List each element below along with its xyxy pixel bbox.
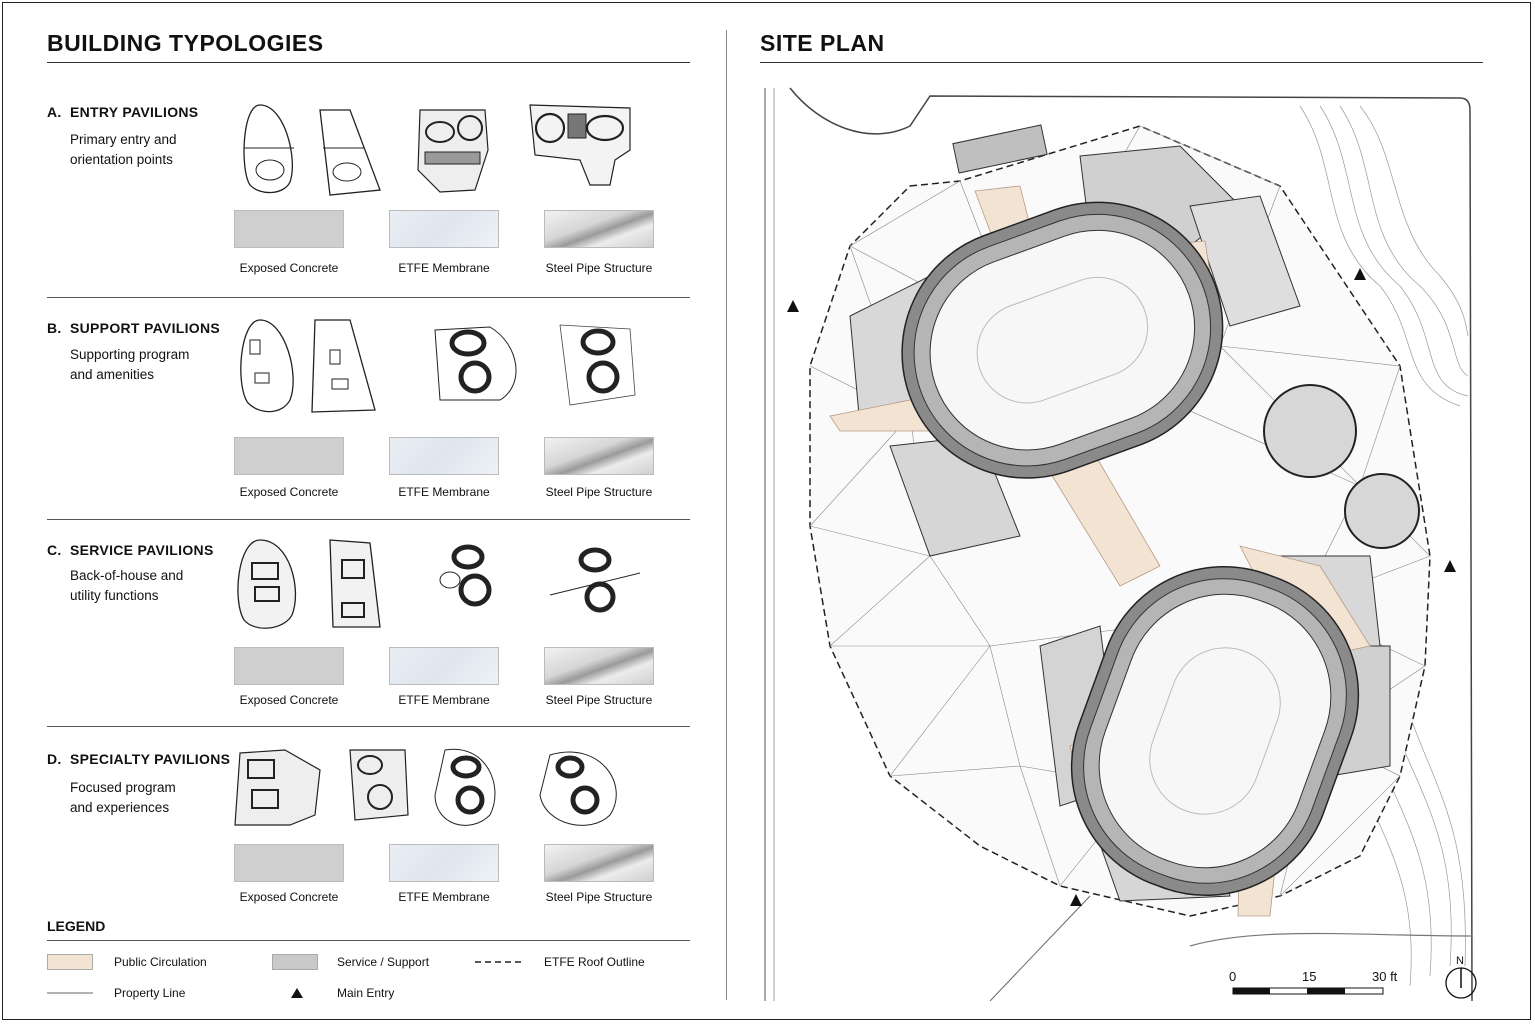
label-concrete-d: Exposed Concrete (239, 890, 339, 904)
section-c-desc-line1: Back-of-house and (70, 568, 184, 583)
scale-bar (1232, 987, 1384, 995)
section-b-desc-line2: and amenities (70, 367, 155, 382)
section-a-title: A. ENTRY PAVILIONS (47, 104, 198, 120)
swatch-steel-a (544, 210, 654, 248)
section-c-title: C. SERVICE PAVILIONS (47, 542, 214, 558)
section-a-name: ENTRY PAVILIONS (70, 104, 199, 120)
main-entry-east (1354, 268, 1366, 280)
legend-title: LEGEND (47, 918, 106, 934)
label-concrete-c: Exposed Concrete (239, 693, 339, 707)
label-concrete-a: Exposed Concrete (239, 261, 339, 275)
section-d-desc-line1: Focused program (70, 780, 176, 795)
site-plan-drawing (764, 87, 1473, 1001)
section-d-title: D. SPECIALTY PAVILIONS (47, 751, 230, 767)
scale-label-15: 15 (1302, 969, 1317, 984)
scale-label-30: 30 ft (1372, 969, 1398, 984)
section-divider-2 (47, 519, 690, 520)
section-d-plans (234, 748, 617, 826)
section-a-desc: Primary entry and orientation points (70, 130, 220, 170)
legend-circulation-swatch (47, 954, 93, 970)
section-d-letter: D. (47, 751, 62, 767)
site-plan-heading: SITE PLAN (760, 30, 885, 56)
label-etfe-d: ETFE Membrane (398, 890, 490, 904)
legend-etfe-dash (475, 961, 523, 963)
heading-rule-left (47, 62, 690, 63)
section-divider-3 (47, 726, 690, 727)
legend-property-line: Property Line (114, 986, 186, 1000)
label-etfe-a: ETFE Membrane (398, 261, 490, 275)
section-b-desc-line1: Supporting program (70, 347, 190, 362)
circular-pavilion-2 (1344, 473, 1420, 549)
section-a-desc-line2: orientation points (70, 152, 173, 167)
circular-pavilion-1 (1263, 384, 1357, 478)
section-b-plans (240, 319, 636, 413)
legend-service-support: Service / Support (337, 955, 430, 969)
heading-rule-right (760, 62, 1483, 63)
section-b-letter: B. (47, 320, 62, 336)
label-etfe-c: ETFE Membrane (398, 693, 490, 707)
arena-south (1070, 565, 1360, 897)
north-arrow-icon (1445, 967, 1477, 999)
section-b-title: B. SUPPORT PAVILIONS (47, 320, 220, 336)
section-b-desc: Supporting program and amenities (70, 345, 220, 385)
legend-public-circulation: Public Circulation (114, 955, 207, 969)
label-steel-a: Steel Pipe Structure (545, 261, 653, 275)
section-a-desc-line1: Primary entry and (70, 132, 177, 147)
legend-main-entry-icon (291, 988, 303, 998)
swatch-etfe-b (389, 437, 499, 475)
property-line-boundary (789, 87, 1473, 1001)
section-c-letter: C. (47, 542, 62, 558)
swatch-etfe-a (389, 210, 499, 248)
label-concrete-b: Exposed Concrete (239, 485, 339, 499)
building-typologies-heading: BUILDING TYPOLOGIES (47, 30, 324, 56)
arena-north (901, 201, 1224, 479)
scale-label-0: 0 (1229, 969, 1237, 984)
swatch-etfe-d (389, 844, 499, 882)
main-entry-south (1070, 894, 1082, 906)
legend-etfe-roof: ETFE Roof Outline (544, 955, 645, 969)
north-label: N (1456, 955, 1464, 967)
swatch-concrete-d (234, 844, 344, 882)
section-d-desc: Focused program and experiences (70, 778, 220, 818)
section-c-desc-line2: utility functions (70, 588, 159, 603)
section-c-desc: Back-of-house and utility functions (70, 566, 220, 606)
section-b-name: SUPPORT PAVILIONS (70, 320, 221, 336)
panel-divider (726, 30, 727, 1000)
label-steel-b: Steel Pipe Structure (545, 485, 653, 499)
legend-property-line-sample (47, 992, 93, 994)
section-divider-1 (47, 297, 690, 298)
section-a-letter: A. (47, 104, 62, 120)
legend-main-entry: Main Entry (337, 986, 395, 1000)
swatch-concrete-b (234, 437, 344, 475)
swatch-steel-b (544, 437, 654, 475)
legend-rule (47, 940, 690, 941)
swatch-concrete-c (234, 647, 344, 685)
section-a-plans (243, 104, 631, 196)
label-etfe-b: ETFE Membrane (398, 485, 490, 499)
section-c-name: SERVICE PAVILIONS (70, 542, 214, 558)
swatch-etfe-c (389, 647, 499, 685)
main-entry-west (787, 300, 799, 312)
main-entry-southeast (1444, 560, 1456, 572)
swatch-concrete-a (234, 210, 344, 248)
swatch-steel-c (544, 647, 654, 685)
legend-service-swatch (272, 954, 318, 970)
swatch-steel-d (544, 844, 654, 882)
section-d-name: SPECIALTY PAVILIONS (70, 751, 231, 767)
label-steel-c: Steel Pipe Structure (545, 693, 653, 707)
section-d-desc-line2: and experiences (70, 800, 170, 815)
section-c-plans (237, 539, 641, 629)
label-steel-d: Steel Pipe Structure (545, 890, 653, 904)
